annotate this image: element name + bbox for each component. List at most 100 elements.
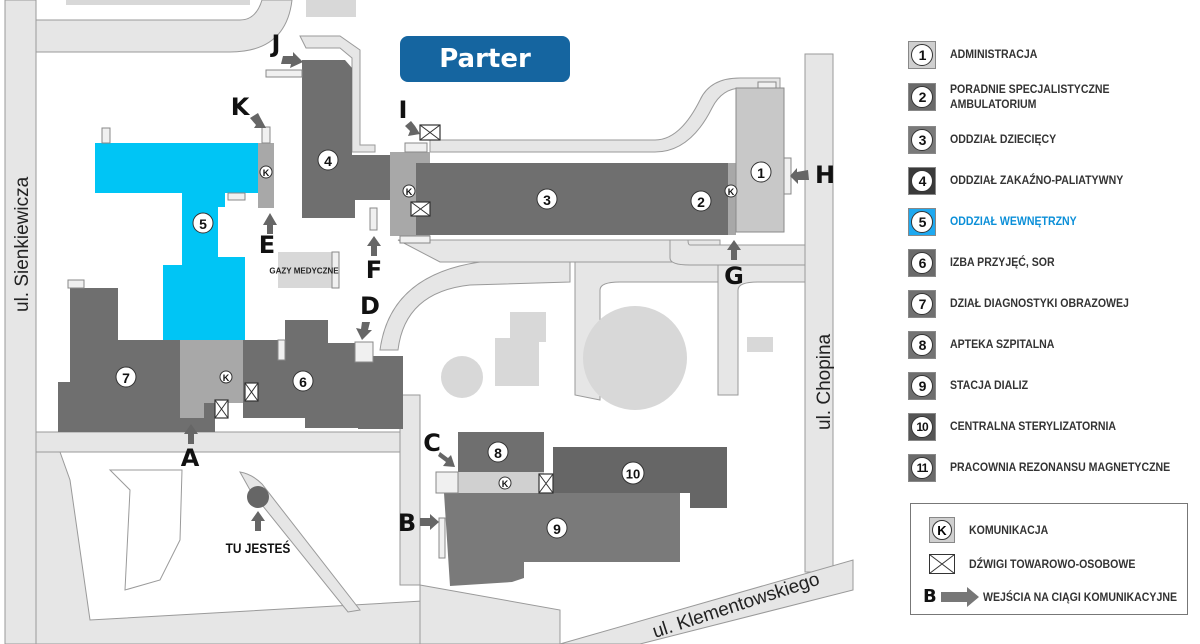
entrance-i: I <box>399 96 408 124</box>
street-klementowskiego: ul. Klementowskiego <box>650 569 822 643</box>
entrance-h: H <box>815 161 835 189</box>
stairs-d <box>354 341 374 363</box>
arrow-icon-k <box>250 113 266 128</box>
building-7 <box>58 288 215 432</box>
arrow-icon-h <box>790 168 809 184</box>
stairs-6 <box>277 339 286 361</box>
buildings <box>58 60 785 586</box>
legend-number: 9 <box>911 374 933 397</box>
lot-square-2 <box>495 338 539 386</box>
building-5 <box>95 143 258 340</box>
marker-3: 3 <box>536 188 558 210</box>
lot-east-small <box>747 337 773 352</box>
legend-swatch: 10 <box>908 412 936 441</box>
marker-1: 1 <box>750 161 772 183</box>
marker-6: 6 <box>292 370 314 392</box>
svg-text:3: 3 <box>543 192 551 208</box>
legend-item-7: 7 DZIAŁ DIAGNOSTYKI OBRAZOWEJ <box>908 283 1200 324</box>
stairs-gas <box>331 251 340 289</box>
k-marker: K <box>219 370 233 384</box>
marker-4: 4 <box>317 149 339 171</box>
legend-label: CENTRALNA STERYLIZATORNIA <box>950 419 1117 433</box>
entrance-c: C <box>423 429 441 457</box>
stairs-k <box>261 126 271 144</box>
legend-number: 1 <box>911 43 933 66</box>
svg-text:7: 7 <box>122 370 130 386</box>
key-entrances: B WEJŚCIA NA CIĄGI KOMUNIKACYJNE <box>923 586 1200 607</box>
legend-number: 7 <box>911 292 933 315</box>
legend-item-3: 3 ODDZIAŁ DZIECIĘCY <box>908 119 1200 160</box>
legend-number: 3 <box>911 128 933 151</box>
legend-label: ODDZIAŁ DZIECIĘCY <box>950 132 1057 146</box>
marker-9: 9 <box>546 517 568 539</box>
building-6-annex <box>358 356 403 429</box>
svg-text:5: 5 <box>199 216 207 232</box>
legend-swatch: 8 <box>908 330 936 359</box>
road-plaza-wedge <box>108 469 183 591</box>
legend-swatch: 9 <box>908 371 936 400</box>
lift-icon <box>929 554 955 574</box>
stairs-h <box>783 157 792 195</box>
legend-label: IZBA PRZYJĘĆ, SOR <box>950 255 1055 269</box>
building-7-k-core <box>180 340 243 418</box>
lift-icon <box>538 473 554 494</box>
k-marker: K <box>724 184 738 198</box>
arrow-icon-d <box>356 322 372 340</box>
key-label: KOMUNIKACJA <box>969 523 1049 537</box>
stairs-i <box>404 142 428 153</box>
building-numbers: 1 2 3 4 5 6 7 8 9 10 <box>115 149 772 539</box>
lift-icon <box>244 382 259 402</box>
entrance-a: A <box>181 444 200 472</box>
road-g-spur <box>717 264 806 396</box>
road-north-corridor <box>429 77 781 153</box>
building-1 <box>735 87 785 233</box>
lift-icon <box>410 201 431 217</box>
stairs-b <box>438 517 446 559</box>
lift-icon <box>419 124 441 141</box>
road-south-plaza <box>35 431 411 453</box>
key-label: DŹWIGI TOWAROWO-OSOBOWE <box>969 557 1136 571</box>
legend-number: 4 <box>911 169 933 192</box>
k-marker: K <box>498 476 512 490</box>
key-label: WEJŚCIA NA CIĄGI KOMUNIKACYJNE <box>982 589 1177 604</box>
arrow-icon-c <box>438 452 455 467</box>
svg-text:K: K <box>728 187 735 197</box>
hospital-site-map: J K I E F D A G H C B 1 2 3 4 5 6 7 8 9 … <box>4 0 854 644</box>
building-9 <box>444 493 680 586</box>
arrow-icon-g <box>727 240 741 260</box>
stairs-7 <box>67 279 85 289</box>
entrance-f: F <box>366 256 382 284</box>
legend-number: 8 <box>911 333 933 356</box>
arrow-icon-b <box>420 514 439 530</box>
stairs-c <box>435 471 459 494</box>
legend-label-line2: AMBULATORIUM <box>950 97 1037 111</box>
floor-title: Parter <box>400 36 570 82</box>
svg-text:6: 6 <box>299 374 307 390</box>
north-lot <box>66 0 250 5</box>
road-klementowskiego <box>559 559 854 644</box>
arrow-icon-e <box>263 213 277 234</box>
you-are-here-marker <box>247 486 269 508</box>
road-ramp <box>239 471 361 613</box>
marker-5: 5 <box>192 212 214 234</box>
arrow-icon-j <box>281 52 303 68</box>
road-chopina <box>804 53 834 573</box>
legend-swatch: 7 <box>908 289 936 318</box>
lot-small-square <box>510 312 546 342</box>
road-sienkiewicza <box>4 0 37 644</box>
marker-8: 8 <box>487 441 509 463</box>
stairs-f <box>369 207 378 231</box>
lot-big-circle <box>583 306 687 410</box>
symbol-key: K KOMUNIKACJA DŹWIGI TOWAROWO-OSOBOWE B … <box>910 503 1188 615</box>
legend-label: DZIAŁ DIAGNOSTYKI OBRAZOWEJ <box>950 296 1129 310</box>
arrow-icon-here <box>251 511 265 531</box>
entrance-j: J <box>270 30 281 58</box>
stairs-j <box>265 69 303 78</box>
